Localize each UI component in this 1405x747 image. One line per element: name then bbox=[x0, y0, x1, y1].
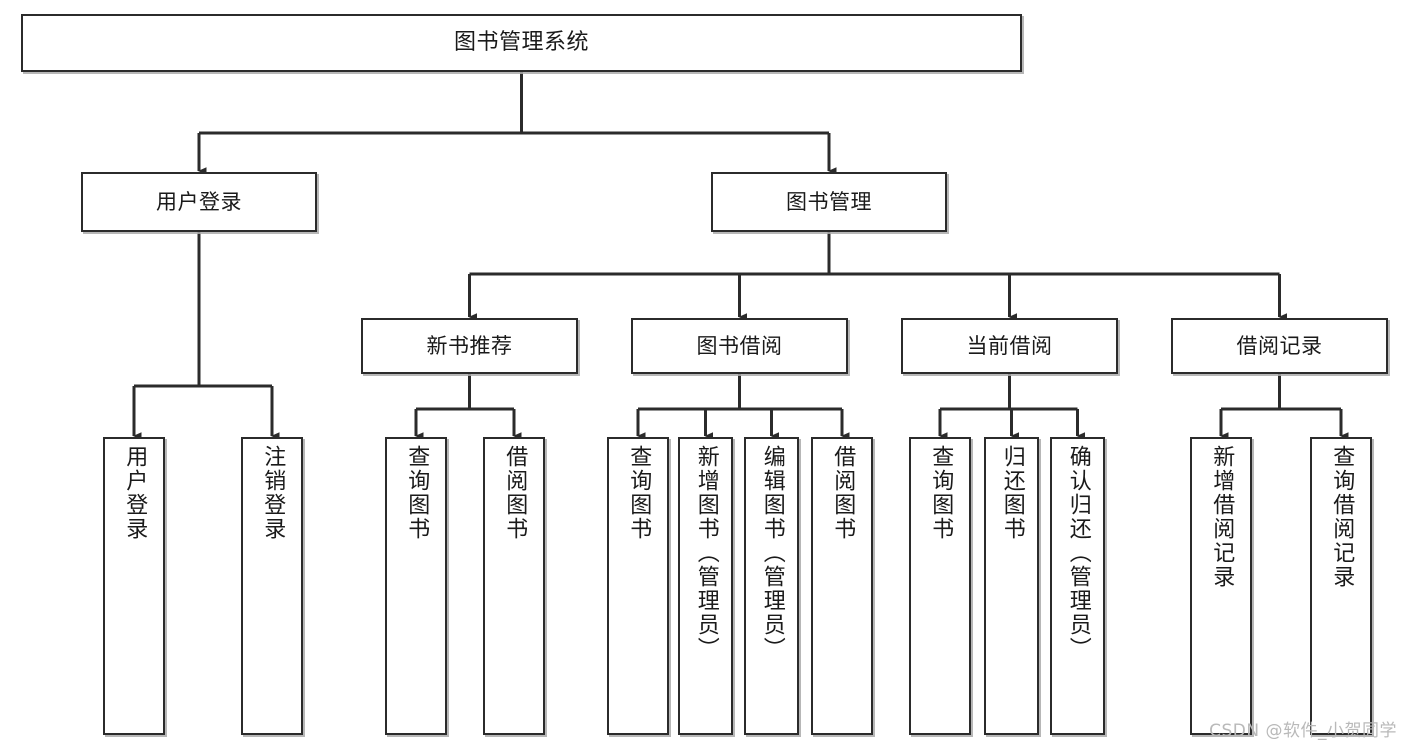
node-label: 用户登录 bbox=[122, 445, 148, 541]
node-book_manage[interactable]: 图书管理 bbox=[711, 172, 947, 232]
node-label: 新书推荐 bbox=[426, 333, 513, 358]
node-label: 查询借阅记录 bbox=[1329, 445, 1355, 589]
node-book_borrow[interactable]: 图书借阅 bbox=[631, 318, 848, 374]
node-borrow_record[interactable]: 借阅记录 bbox=[1171, 318, 1388, 374]
node-label: 查询图书 bbox=[928, 445, 954, 541]
node-label: 图书借阅 bbox=[696, 333, 783, 358]
node-leaf_br_query[interactable]: 查询借阅记录 bbox=[1310, 437, 1372, 735]
edge-layer bbox=[132, 72, 1349, 440]
node-label: 用户登录 bbox=[156, 189, 242, 214]
node-leaf_bb_borrow[interactable]: 借阅图书 bbox=[811, 437, 873, 735]
node-user_login[interactable]: 用户登录 bbox=[81, 172, 317, 232]
node-leaf_user_logout[interactable]: 注销登录 bbox=[241, 437, 303, 735]
node-leaf_rec_borrow[interactable]: 借阅图书 bbox=[483, 437, 545, 735]
node-leaf_user_login[interactable]: 用户登录 bbox=[103, 437, 165, 735]
node-label: 借阅记录 bbox=[1236, 333, 1323, 358]
node-label: 注销登录 bbox=[260, 445, 286, 541]
node-new_book_rec[interactable]: 新书推荐 bbox=[361, 318, 578, 374]
node-leaf_bb_edit[interactable]: 编辑图书（管理员） bbox=[744, 437, 799, 735]
node-leaf_cb_confirm[interactable]: 确认归还（管理员） bbox=[1050, 437, 1105, 735]
node-label: 编辑图书（管理员） bbox=[759, 445, 785, 661]
node-label: 新增借阅记录 bbox=[1209, 445, 1235, 589]
node-leaf_cb_return[interactable]: 归还图书 bbox=[984, 437, 1039, 735]
node-current_borrow[interactable]: 当前借阅 bbox=[901, 318, 1118, 374]
node-label: 确认归还（管理员） bbox=[1065, 445, 1091, 661]
node-label: 查询图书 bbox=[404, 445, 430, 541]
node-leaf_rec_query[interactable]: 查询图书 bbox=[385, 437, 447, 735]
node-leaf_br_add[interactable]: 新增借阅记录 bbox=[1190, 437, 1252, 735]
node-leaf_cb_query[interactable]: 查询图书 bbox=[909, 437, 971, 735]
node-label: 查询图书 bbox=[626, 445, 652, 541]
node-label: 新增图书（管理员） bbox=[693, 445, 719, 661]
node-leaf_bb_add[interactable]: 新增图书（管理员） bbox=[678, 437, 733, 735]
node-label: 图书管理系统 bbox=[453, 30, 589, 56]
node-label: 借阅图书 bbox=[502, 445, 528, 541]
watermark: CSDN @软件_小贺同学 bbox=[1209, 721, 1397, 741]
node-leaf_bb_query[interactable]: 查询图书 bbox=[607, 437, 669, 735]
node-label: 借阅图书 bbox=[830, 445, 856, 541]
node-label: 归还图书 bbox=[999, 445, 1025, 541]
node-label: 当前借阅 bbox=[966, 333, 1053, 358]
node-label: 图书管理 bbox=[786, 189, 872, 214]
node-root[interactable]: 图书管理系统 bbox=[21, 14, 1022, 72]
